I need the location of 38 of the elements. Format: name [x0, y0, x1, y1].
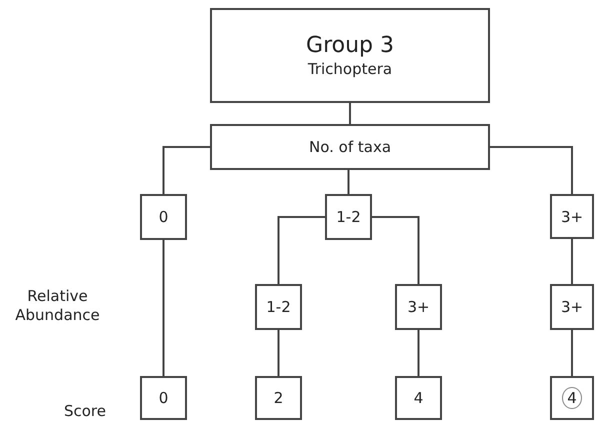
node-label: 4: [562, 387, 582, 409]
row-label: Score: [62, 402, 107, 421]
process-box: [395, 284, 442, 330]
process-box: [550, 376, 594, 420]
process-box: [550, 284, 594, 330]
node-label: 1-2: [266, 298, 291, 316]
node-label: 1-2: [336, 208, 361, 226]
node-label: 0: [158, 389, 168, 407]
process-box: [140, 194, 187, 240]
heading: Group 3: [306, 33, 394, 60]
process-box: [325, 194, 372, 240]
connector-line: [349, 103, 351, 124]
process-box: [255, 284, 302, 330]
process-box: [255, 376, 302, 420]
node-label: 0: [158, 208, 168, 226]
process-box: [140, 376, 187, 420]
node-label: 4: [414, 389, 424, 407]
node-label: 3+: [407, 298, 430, 316]
row-label: Relative Abundance: [14, 287, 101, 324]
node-label: 2: [274, 389, 284, 407]
connector-line: [278, 216, 325, 284]
connector-line: [418, 330, 420, 376]
subheading: Trichoptera: [308, 60, 392, 78]
connector-line: [162, 240, 164, 376]
node-label: No. of taxa: [308, 138, 392, 156]
connector-line: [571, 239, 573, 284]
process-box: [550, 194, 594, 239]
connector-line: [490, 146, 573, 194]
connector-line: [162, 146, 210, 194]
title-box: [210, 8, 490, 103]
connector-line: [372, 216, 420, 284]
connector-line: [571, 330, 573, 376]
process-box: [210, 124, 490, 170]
connector-line: [348, 170, 350, 194]
node-label: 3+: [560, 298, 584, 316]
connector-line: [278, 330, 280, 376]
node-label: 3+: [560, 208, 584, 226]
process-box: [395, 376, 442, 420]
